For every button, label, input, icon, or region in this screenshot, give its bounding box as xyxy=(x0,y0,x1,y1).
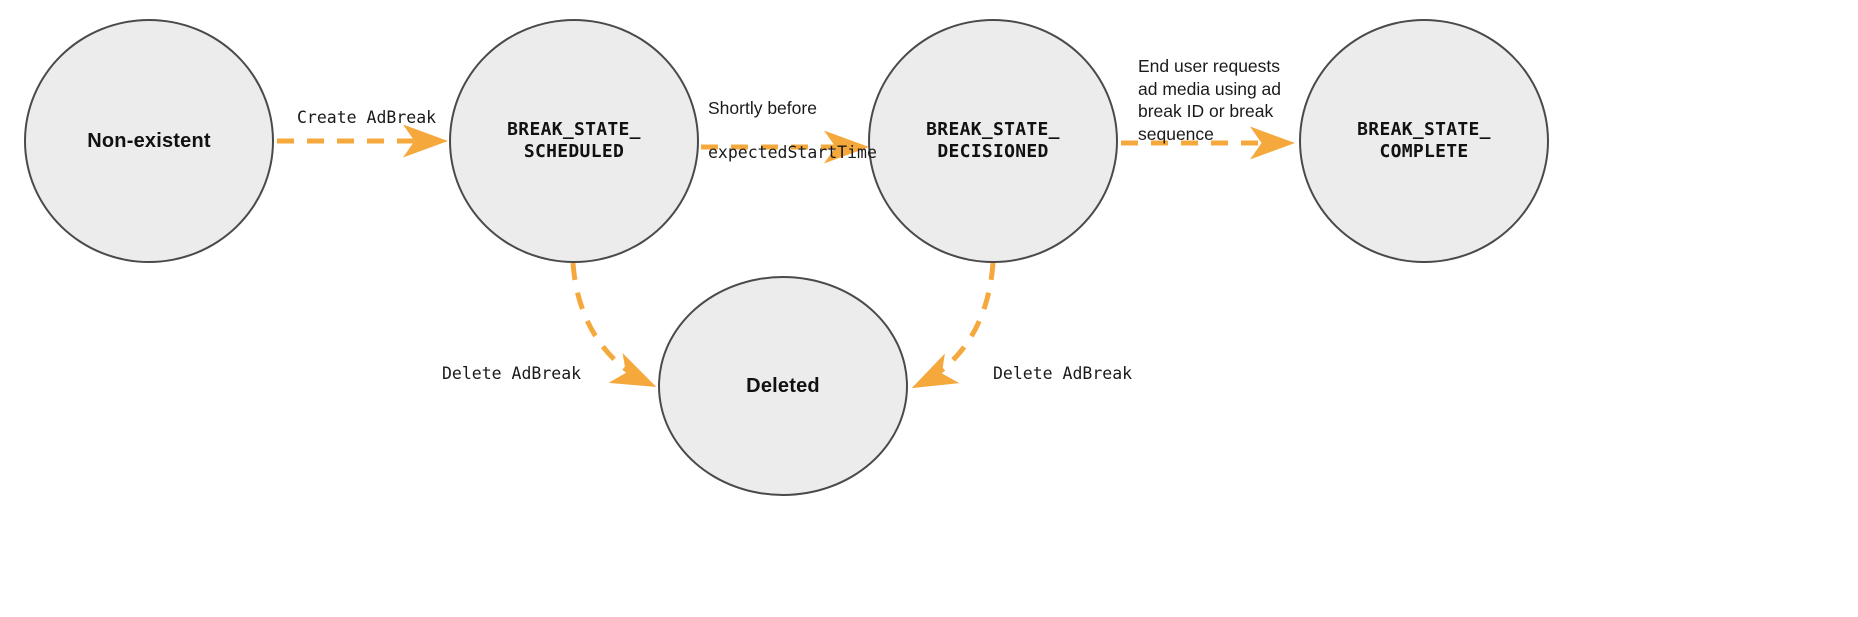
state-node-break-state-decisioned[interactable]: BREAK_STATE_ DECISIONED xyxy=(868,19,1118,263)
edge-label-create-adbreak: Create AdBreak xyxy=(297,86,436,128)
state-node-label: Deleted xyxy=(746,374,820,397)
edge-label-end-user-requests-ad-media: End user requests ad media using ad brea… xyxy=(1138,33,1281,145)
state-node-non-existent[interactable]: Non-existent xyxy=(24,19,274,263)
edge-label-text: End user requests ad media using ad brea… xyxy=(1138,56,1282,144)
edge-label-text: Delete AdBreak xyxy=(442,364,582,384)
edge-label-text-line2: expectedStartTime xyxy=(708,143,877,163)
edge-label-shortly-before-expected-start-time: Shortly before expectedStartTime xyxy=(708,75,877,186)
edge-label-delete-adbreak-from-scheduled: Delete AdBreak xyxy=(442,342,581,384)
state-node-break-state-complete[interactable]: BREAK_STATE_ COMPLETE xyxy=(1299,19,1549,263)
state-node-deleted[interactable]: Deleted xyxy=(658,276,908,496)
edge-label-text: Create AdBreak xyxy=(297,108,437,128)
state-node-label: BREAK_STATE_ COMPLETE xyxy=(1357,118,1491,163)
state-node-break-state-scheduled[interactable]: BREAK_STATE_ SCHEDULED xyxy=(449,19,699,263)
edge-label-delete-adbreak-from-decisioned: Delete AdBreak xyxy=(993,342,1132,384)
state-node-label: BREAK_STATE_ SCHEDULED xyxy=(507,118,641,163)
edge-label-text: Delete AdBreak xyxy=(993,364,1133,384)
edge-delete-adbreak-from-scheduled xyxy=(570,262,657,387)
edge-delete-adbreak-from-decisioned xyxy=(911,262,996,389)
edge-label-text-line1: Shortly before xyxy=(708,98,817,119)
state-node-label: BREAK_STATE_ DECISIONED xyxy=(926,118,1060,163)
state-node-label: Non-existent xyxy=(87,129,211,152)
